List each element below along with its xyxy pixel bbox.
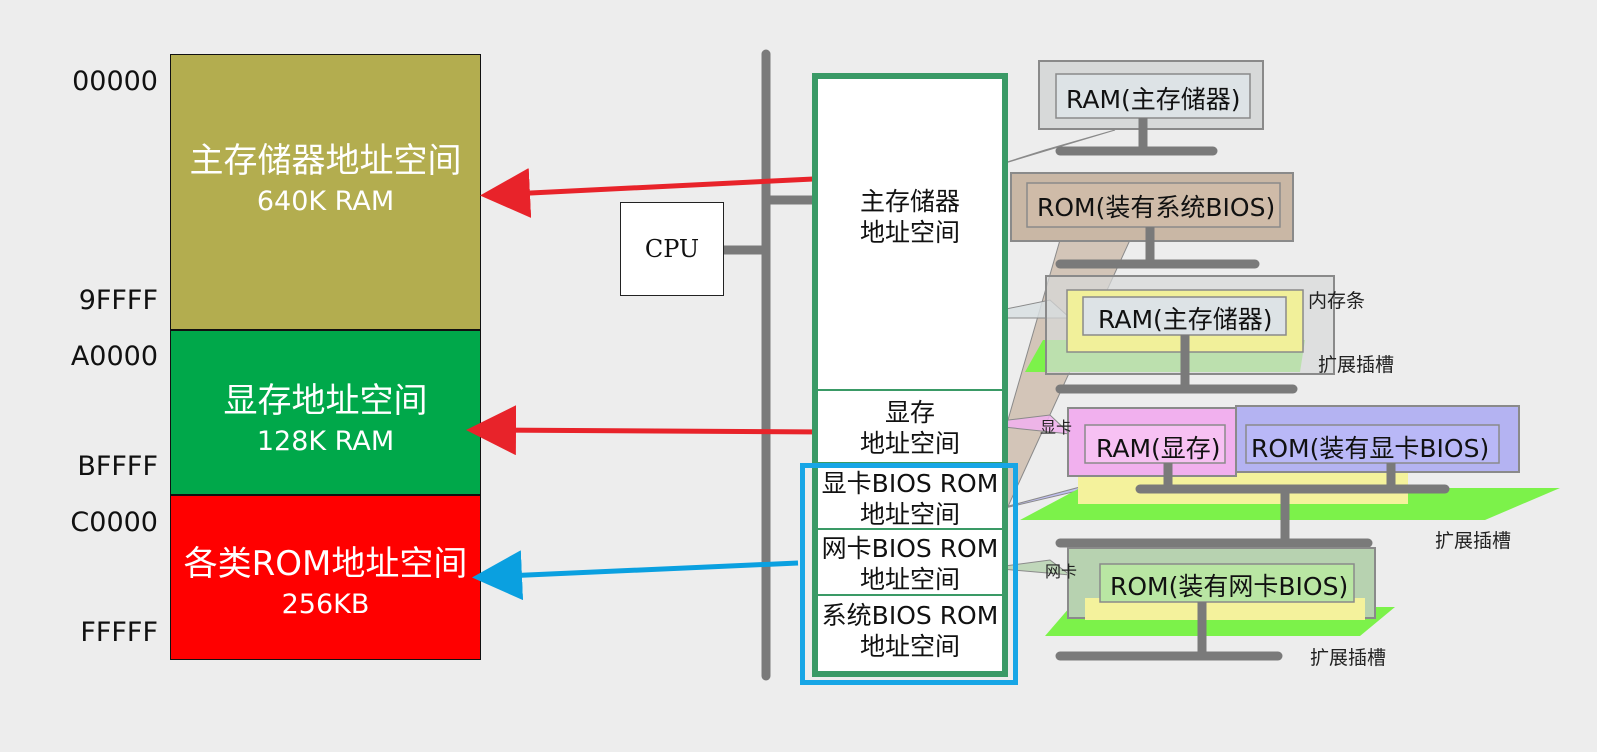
rom-address-group-box — [800, 463, 1018, 685]
vga-caption: 显卡 — [1040, 418, 1073, 437]
nic-pcb — [1085, 598, 1365, 620]
cell-video-memory-line2: 地址空间 — [859, 429, 960, 458]
vga-rom-chip — [1245, 424, 1500, 464]
address-label-c0000: C0000 — [70, 507, 158, 538]
board-ram-chip — [1055, 73, 1251, 119]
address-label-fffff: FFFFF — [80, 617, 158, 648]
segment-rom-size: 256KB — [281, 589, 370, 620]
board-ram-label: RAM(主存储器) — [1066, 85, 1241, 114]
column-divider-1 — [816, 389, 1004, 391]
dimm-ram-label: RAM(主存储器) — [1098, 305, 1273, 334]
cell-video-memory-line1: 显存 — [884, 398, 935, 427]
main-memory-arrow — [480, 168, 835, 218]
vga-ram-chip — [1084, 424, 1226, 464]
segment-video-memory: 显存地址空间 128K RAM — [170, 330, 481, 495]
cpu-box: CPU — [620, 202, 724, 296]
nic-caption: 网卡 — [1045, 562, 1078, 581]
address-space-column — [812, 73, 1008, 677]
cell-video-memory: 显存 地址空间 — [812, 397, 1008, 459]
vga-slot-caption: 扩展插槽 — [1435, 530, 1512, 552]
callout-nic-rom — [989, 559, 1072, 576]
column-divider-4 — [816, 594, 1004, 596]
cell-system-bios-line2: 地址空间 — [859, 632, 960, 661]
cell-nic-bios-line1: 网卡BIOS ROM — [821, 534, 999, 563]
segment-video-memory-size: 128K RAM — [256, 426, 395, 457]
address-label-bffff: BFFFF — [77, 451, 158, 482]
callout-board-ram — [981, 129, 1116, 171]
address-label-9ffff: 9FFFF — [78, 285, 158, 316]
cell-main-memory-line1: 主存储器 — [859, 187, 960, 216]
address-label-a0000: A0000 — [70, 341, 158, 372]
segment-main-memory: 主存储器地址空间 640K RAM — [170, 54, 481, 330]
cell-nic-bios: 网卡BIOS ROM 地址空间 — [812, 533, 1008, 595]
segment-rom: 各类ROM地址空间 256KB — [170, 495, 481, 660]
cell-vga-bios: 显卡BIOS ROM 地址空间 — [812, 468, 1008, 530]
address-label-00000: 00000 — [72, 66, 158, 97]
cell-main-memory: 主存储器 地址空间 — [812, 186, 1008, 248]
nic-rom-chip — [1099, 563, 1355, 603]
cell-main-memory-line2: 地址空间 — [859, 218, 960, 247]
cell-system-bios-line1: 系统BIOS ROM — [821, 601, 999, 630]
cell-system-bios: 系统BIOS ROM 地址空间 — [812, 600, 1008, 662]
vga-ram-label: RAM(显存) — [1096, 434, 1221, 463]
callout-vga-ram — [974, 414, 1072, 435]
board-rom-label: ROM(装有系统BIOS) — [1037, 193, 1276, 222]
cell-vga-bios-line1: 显卡BIOS ROM — [821, 469, 999, 498]
dimm-caption: 内存条 — [1308, 290, 1366, 312]
rom-arrow — [472, 550, 799, 601]
nic-slot-caption: 扩展插槽 — [1310, 647, 1387, 669]
nic-rom-label: ROM(装有网卡BIOS) — [1110, 572, 1349, 601]
board-rom-chip — [1026, 182, 1281, 228]
column-divider-3 — [816, 528, 1004, 530]
cell-nic-bios-line2: 地址空间 — [859, 565, 960, 594]
segment-rom-name: 各类ROM地址空间 — [183, 544, 468, 584]
cell-vga-bios-line2: 地址空间 — [859, 500, 960, 529]
dimm-slot-caption: 扩展插槽 — [1318, 354, 1395, 376]
segment-video-memory-name: 显存地址空间 — [223, 381, 428, 421]
segment-main-memory-name: 主存储器地址空间 — [189, 141, 462, 181]
vga-rom-label: ROM(装有显卡BIOS) — [1251, 434, 1490, 463]
segment-main-memory-size: 640K RAM — [256, 186, 395, 217]
video-memory-arrow — [466, 405, 829, 456]
